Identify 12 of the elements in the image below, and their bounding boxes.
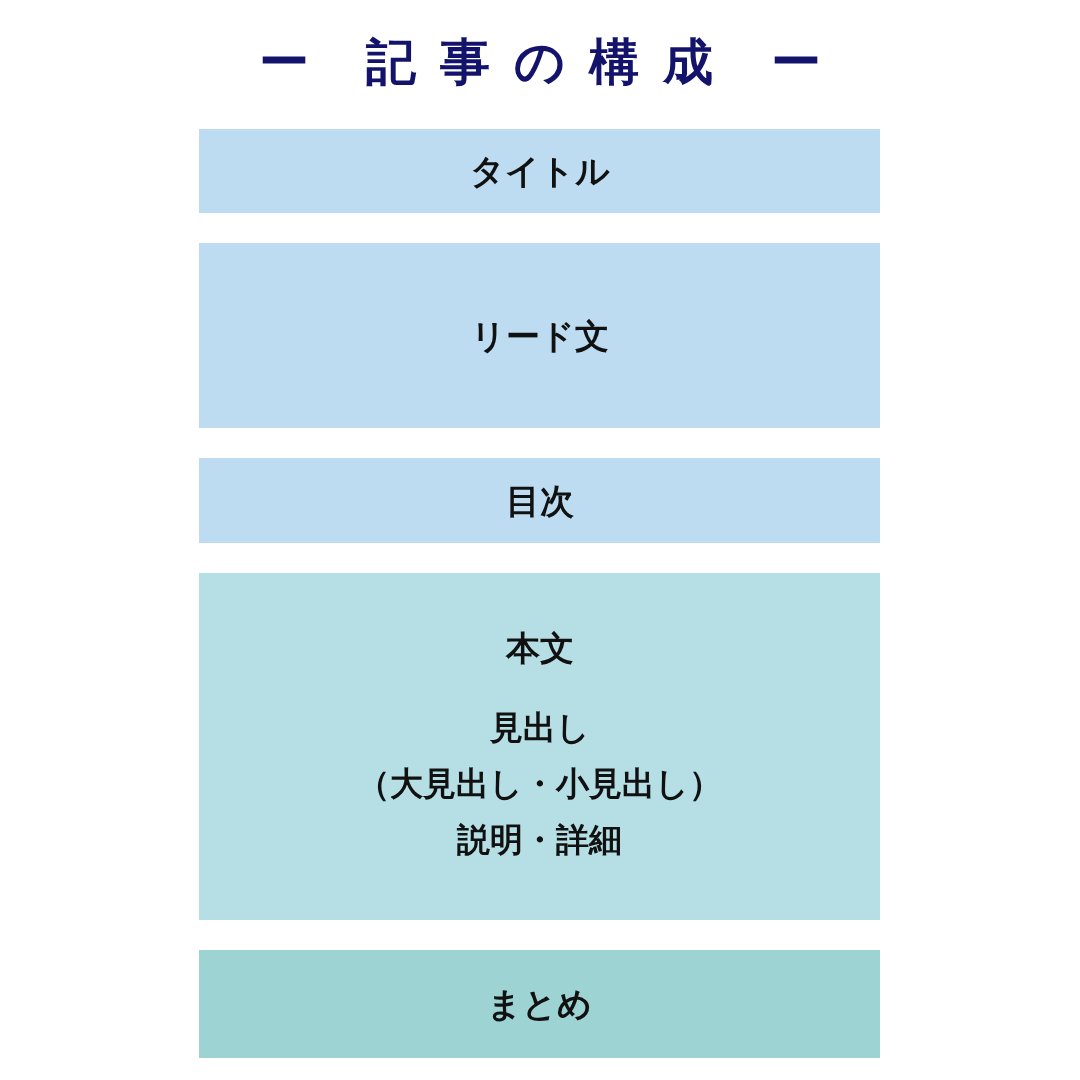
section-heading: 目次 xyxy=(505,479,574,523)
section-band xyxy=(199,573,880,920)
section-heading: まとめ xyxy=(487,983,592,1026)
section-heading: 本文 xyxy=(505,626,574,670)
section-band xyxy=(199,458,880,543)
section-text: 見出し（大見出し・小見出し）説明・詳細 xyxy=(357,706,722,861)
section-heading: リード文 xyxy=(470,314,609,358)
section-heading: タイトル xyxy=(469,150,610,193)
section-band xyxy=(199,129,880,213)
section-band xyxy=(199,243,880,428)
title: ー 記事の構成 ー xyxy=(258,32,845,93)
section-band xyxy=(199,950,880,1058)
